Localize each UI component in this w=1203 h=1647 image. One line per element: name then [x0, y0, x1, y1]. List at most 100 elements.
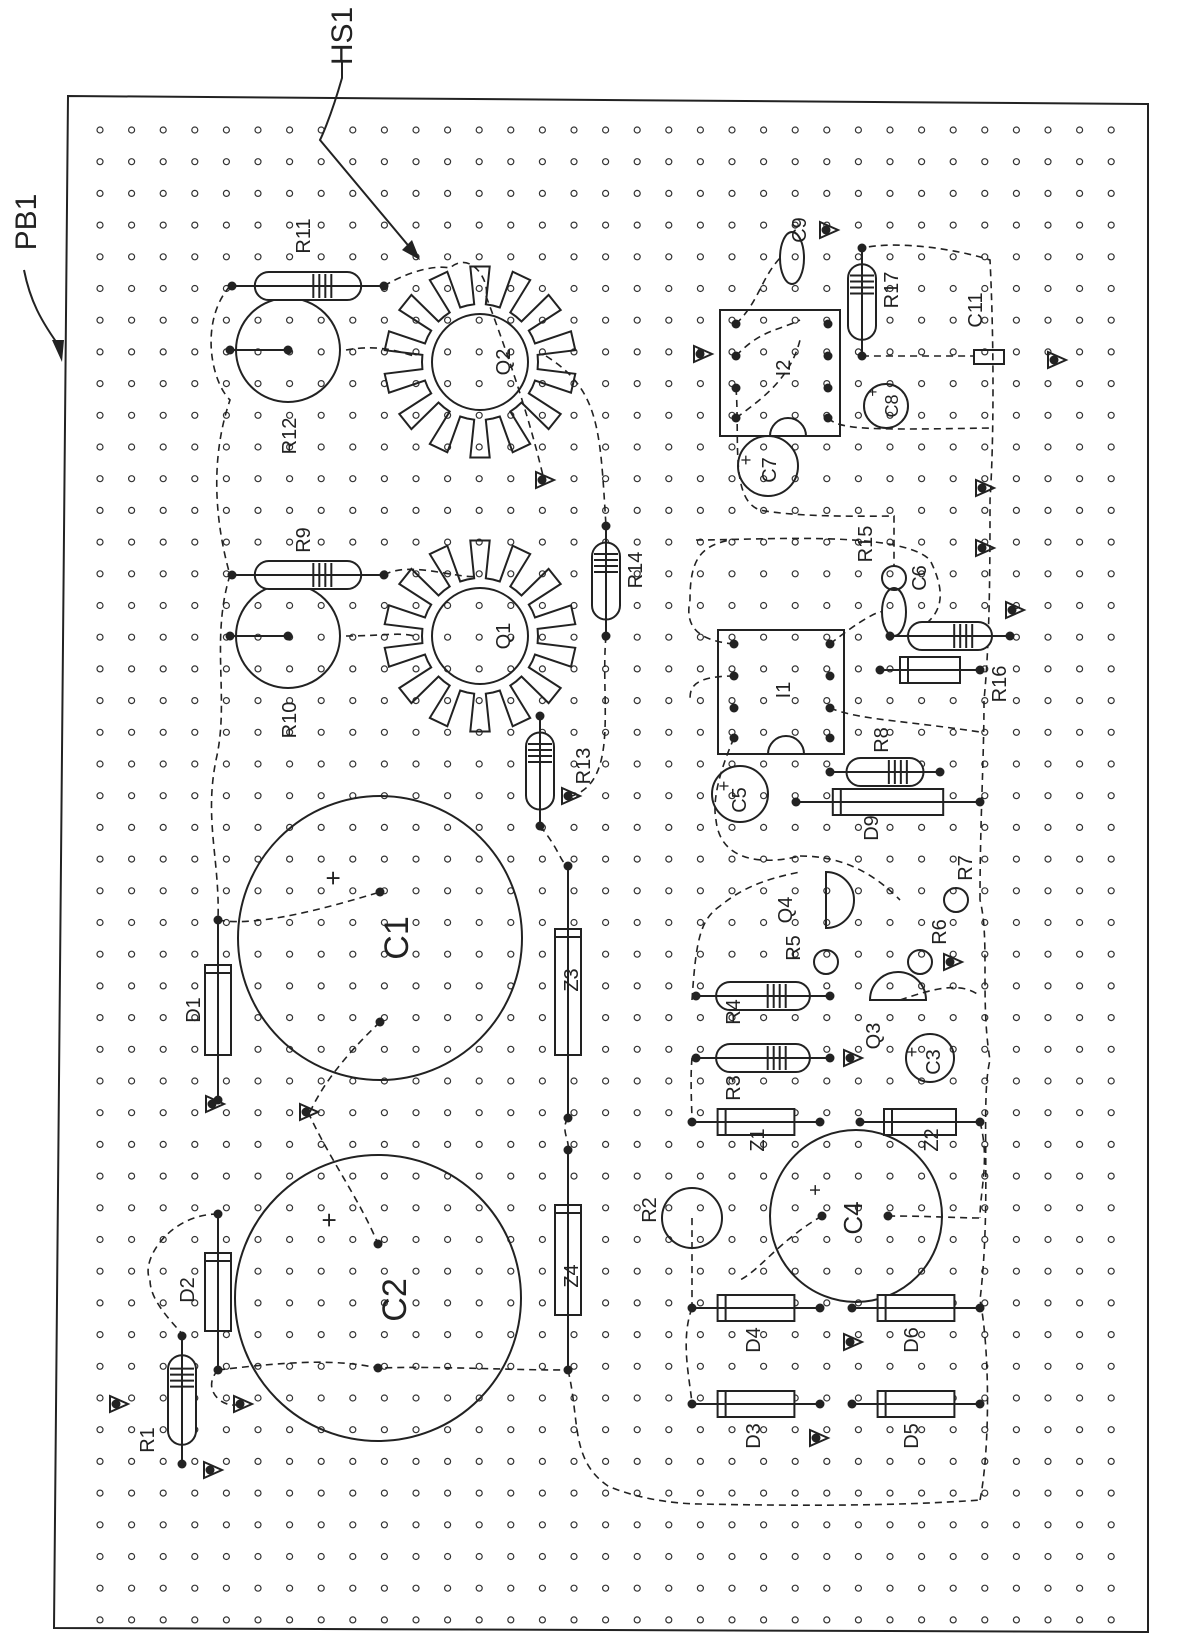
board-hole: [222, 316, 230, 324]
board-hole: [854, 1109, 863, 1117]
board-hole: [759, 189, 768, 197]
board-hole: [222, 1426, 230, 1434]
board-hole: [949, 1140, 957, 1149]
board-hole: [570, 506, 578, 514]
board-hole: [633, 855, 641, 863]
board-hole: [412, 633, 420, 641]
board-hole: [412, 1299, 420, 1307]
board-hole: [380, 253, 388, 261]
board-hole: [823, 1426, 831, 1434]
board-hole: [191, 1489, 199, 1497]
board-hole: [601, 126, 610, 134]
solder-point: [825, 639, 835, 649]
board-hole: [317, 855, 325, 863]
board-hole: [917, 158, 926, 166]
board-hole: [191, 284, 199, 293]
board-hole: [601, 253, 610, 261]
board-hole: [349, 1172, 357, 1180]
board-hole: [286, 665, 294, 673]
board-hole: [981, 1235, 989, 1244]
board-hole: [96, 1616, 104, 1624]
label-d2: D2: [177, 1277, 199, 1303]
board-hole: [886, 1172, 894, 1180]
board-hole: [854, 1616, 863, 1624]
board-hole: [696, 1204, 705, 1212]
board-hole: [665, 316, 673, 324]
board-hole: [633, 316, 641, 324]
board-hole: [854, 506, 863, 514]
board-hole: [159, 126, 167, 134]
board-hole: [696, 1267, 705, 1275]
board-hole: [981, 1172, 989, 1180]
board-hole: [854, 443, 863, 451]
board-hole: [538, 189, 547, 197]
board-hole: [507, 1267, 515, 1275]
board-hole: [286, 760, 294, 768]
board-hole: [412, 728, 420, 736]
board-hole: [917, 1489, 926, 1497]
wire-trace: [861, 244, 994, 901]
board-hole: [538, 1552, 547, 1561]
board-hole: [696, 1584, 705, 1592]
board-hole: [159, 570, 167, 578]
board-hole: [1075, 1267, 1084, 1275]
trimmer-r6: [907, 949, 933, 975]
board-hole: [538, 1394, 547, 1402]
board-hole: [128, 1521, 136, 1529]
trimmer-r2: [661, 1187, 723, 1249]
board-hole: [286, 411, 294, 419]
label-z1: Z1: [747, 1128, 769, 1151]
board-hole: [1012, 1330, 1021, 1339]
board-hole: [317, 1362, 325, 1370]
board-hole: [444, 189, 452, 197]
board-hole: [949, 855, 957, 863]
board-hole: [854, 1552, 863, 1561]
board-hole: [601, 1267, 610, 1275]
board-hole: [159, 792, 167, 800]
solder-point: [975, 1303, 985, 1313]
board-hole: [1012, 284, 1021, 293]
board-hole: [444, 506, 452, 514]
plus-c3: +: [902, 1047, 922, 1058]
board-hole: [159, 1362, 167, 1370]
board-hole: [1044, 601, 1052, 610]
board-hole: [191, 918, 199, 927]
board-hole: [570, 1521, 578, 1529]
board-hole: [159, 1077, 167, 1085]
board-hole: [254, 1584, 262, 1592]
board-hole: [759, 1584, 768, 1592]
board-hole: [696, 221, 705, 229]
board-hole: [981, 1109, 989, 1117]
board-hole: [380, 1077, 388, 1085]
board-hole: [191, 1299, 199, 1307]
board-hole: [1044, 665, 1052, 673]
label-c3: C3: [923, 1049, 945, 1075]
board-hole: [728, 1489, 736, 1497]
board-hole: [633, 284, 641, 293]
board-hole: [254, 1235, 262, 1244]
board-hole: [823, 475, 831, 483]
board-hole: [854, 887, 863, 895]
board-hole: [633, 982, 641, 990]
board-hole: [507, 284, 515, 293]
board-hole: [981, 1267, 989, 1275]
wire-trace: [345, 347, 415, 357]
board-hole: [444, 253, 452, 261]
board-hole: [349, 633, 357, 641]
board-hole: [1012, 728, 1021, 736]
board-hole: [823, 126, 831, 134]
plus-c2: +: [314, 1212, 344, 1227]
board-hole: [696, 792, 705, 800]
board-hole: [633, 633, 641, 641]
board-hole: [349, 1584, 357, 1592]
transistor-q3: [868, 971, 928, 1001]
board-hole: [728, 253, 736, 261]
ground-symbol: [843, 1332, 865, 1352]
board-hole: [854, 1457, 863, 1466]
board-hole: [854, 189, 863, 197]
board-hole: [475, 1521, 483, 1529]
board-hole: [222, 1584, 230, 1592]
board-hole: [696, 1013, 705, 1022]
board-hole: [633, 1616, 641, 1624]
board-hole: [665, 1140, 673, 1149]
